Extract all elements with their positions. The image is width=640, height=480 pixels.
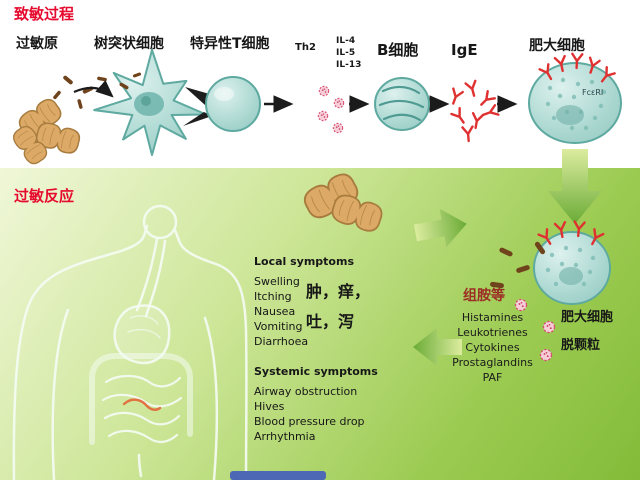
local-symptoms-cn-2: 吐，泻 bbox=[306, 312, 355, 331]
label-dendritic-cell: 树突状细胞 bbox=[94, 36, 164, 52]
label-allergen: 过敏原 bbox=[16, 36, 58, 52]
green-flow-arrows bbox=[413, 149, 602, 366]
label-il5: IL-5 bbox=[336, 48, 356, 58]
local-symptom-item: Itching bbox=[254, 290, 292, 303]
cytokine-particles bbox=[317, 85, 345, 134]
local-symptoms-header: Local symptoms bbox=[254, 255, 354, 268]
b-cell bbox=[374, 77, 430, 131]
local-symptom-item: Diarrhoea bbox=[254, 335, 309, 348]
mediator-item: Leukotrienes bbox=[457, 326, 528, 339]
mast-cell-bottom bbox=[489, 220, 611, 305]
label-il4: IL-4 bbox=[336, 36, 356, 46]
mediator-item: Prostaglandins bbox=[452, 356, 533, 369]
systemic-symptom-item: Airway obstruction bbox=[254, 385, 358, 398]
arrow-allergen-to-dendritic bbox=[73, 80, 114, 98]
arrow-mast-down bbox=[548, 149, 602, 224]
mediators-header-cn: 组胺等 bbox=[463, 288, 505, 304]
label-degranulation: 脱颗粒 bbox=[561, 338, 601, 353]
label-ige: IgE bbox=[451, 41, 478, 59]
label-t-cell: 特异性T细胞 bbox=[190, 36, 270, 52]
local-symptom-item: Nausea bbox=[254, 305, 296, 318]
systemic-symptoms-header: Systemic symptoms bbox=[254, 365, 378, 378]
human-body-outline bbox=[12, 204, 248, 480]
local-symptom-item: Swelling bbox=[254, 275, 300, 288]
label-mast-cell-bottom: 肥大细胞 bbox=[561, 310, 614, 325]
arrow-mediators-to-symptoms bbox=[413, 328, 462, 366]
systemic-symptom-item: Hives bbox=[254, 400, 285, 413]
section-title-sensitization: 致敏过程 bbox=[14, 5, 75, 23]
systemic-symptom-item: Arrhythmia bbox=[254, 430, 316, 443]
mediator-item: PAF bbox=[482, 371, 503, 384]
label-th2: Th2 bbox=[295, 42, 316, 53]
allergen-peanuts-middle bbox=[299, 169, 386, 235]
ige-antibody-cluster bbox=[447, 79, 500, 143]
label-il13: IL-13 bbox=[336, 60, 362, 70]
label-fceri-receptor: FcεRI bbox=[582, 88, 604, 97]
systemic-symptom-item: Blood pressure drop bbox=[254, 415, 365, 428]
local-symptom-item: Vomiting bbox=[254, 320, 303, 333]
mast-cell-top bbox=[528, 52, 622, 144]
dendritic-cell bbox=[93, 49, 208, 156]
reaction-section-background bbox=[0, 168, 640, 480]
section-title-reaction: 过敏反应 bbox=[14, 187, 75, 205]
label-b-cell: B细胞 bbox=[377, 41, 419, 59]
mediator-item: Cytokines bbox=[465, 341, 520, 354]
decor-blue-bar bbox=[230, 471, 326, 480]
t-cell bbox=[205, 76, 261, 132]
local-symptoms-cn-1: 肿，痒， bbox=[306, 282, 371, 301]
label-mast-cell-top: 肥大细胞 bbox=[529, 38, 585, 54]
mediator-item: Histamines bbox=[461, 311, 524, 324]
arrow-allergen-to-mast bbox=[413, 208, 467, 248]
mediators-list: Histamines Leukotrienes Cytokines Prosta… bbox=[445, 310, 540, 385]
